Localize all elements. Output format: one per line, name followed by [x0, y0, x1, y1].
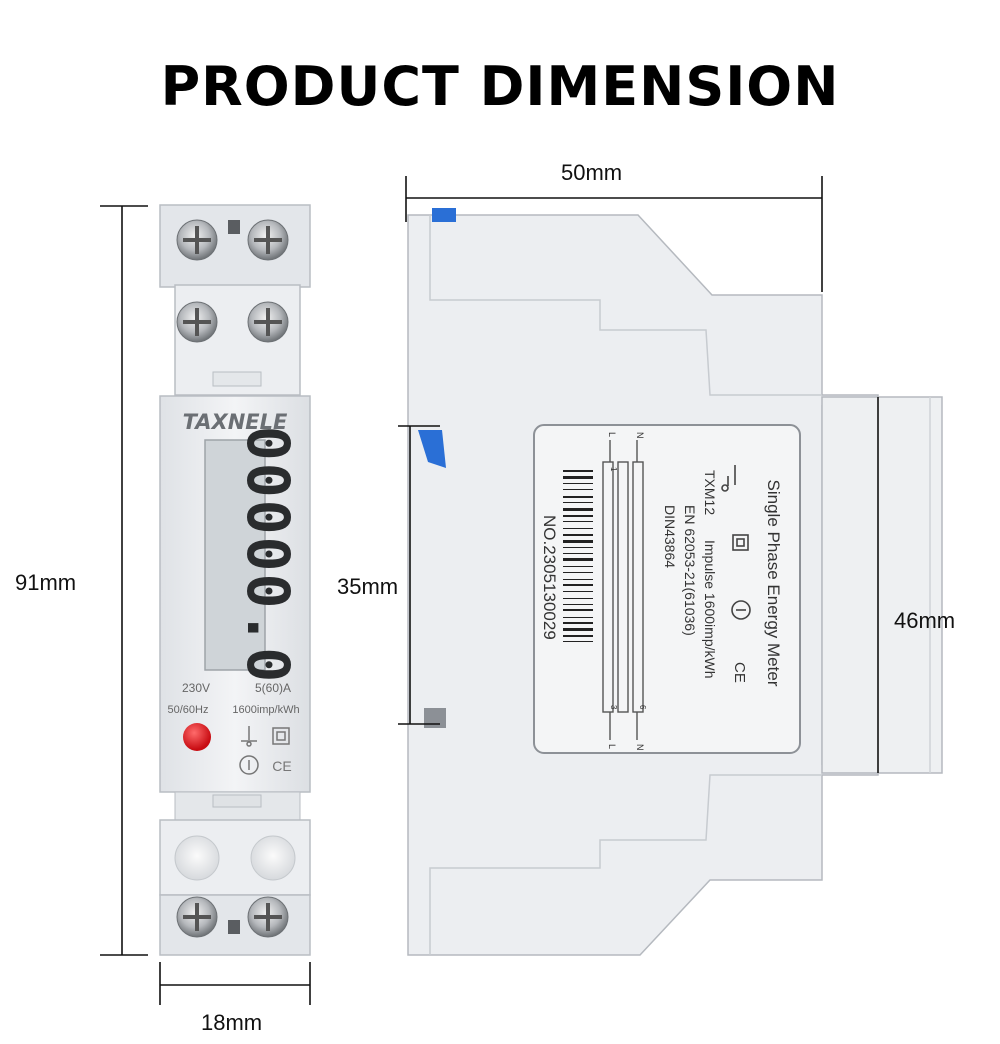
barcode-bar	[563, 502, 593, 503]
earth-symbol-icon	[241, 726, 257, 747]
barcode-bar	[563, 547, 593, 548]
dimension-height-label: 91mm	[15, 570, 77, 595]
dimension-front-width-label: 18mm	[201, 1010, 263, 1035]
brand-logo: TAXNELE	[183, 410, 288, 434]
barcode-bar	[563, 617, 593, 618]
lcd-display	[204, 439, 266, 671]
barcode-bar	[563, 566, 593, 567]
screw-icon	[247, 219, 289, 261]
barcode-bar	[563, 528, 593, 529]
page-title: PRODUCT DIMENSION	[160, 55, 840, 118]
screw-icon	[176, 301, 218, 343]
label-ce: CE	[731, 662, 748, 683]
barcode-bar	[563, 579, 593, 580]
terminal-number: 1	[609, 467, 618, 472]
class-one-icon	[239, 755, 259, 775]
pulse-led-icon	[183, 723, 211, 751]
screw-icon	[247, 896, 289, 938]
barcode-bar	[563, 604, 593, 605]
din-clip-grey	[424, 708, 446, 728]
barcode-bar	[563, 553, 593, 554]
terminal-label: N	[635, 744, 645, 751]
label-standard: EN 62053-21(61036)	[682, 505, 698, 636]
seal-hole	[174, 835, 220, 881]
barcode-bar	[563, 489, 593, 490]
screw-icon	[176, 896, 218, 938]
side-view	[407, 208, 943, 956]
wiring-diagram	[602, 440, 644, 740]
front-view	[159, 204, 311, 956]
double-insulation-icon	[272, 727, 290, 745]
din-clip-blue	[418, 430, 446, 468]
lower-slot	[212, 794, 262, 808]
barcode-bar	[563, 622, 593, 624]
ce-mark: CE	[272, 758, 291, 774]
barcode-bar	[563, 558, 593, 561]
screw-icon	[247, 301, 289, 343]
dimension-lines	[100, 176, 879, 1005]
terminal-square-bottom	[228, 920, 240, 934]
barcode-bar	[563, 635, 593, 637]
barcode-bar	[563, 641, 593, 642]
label-impulse: Impulse 1600imp/kWh	[702, 540, 718, 679]
label-serial: NO.2305130029	[540, 515, 559, 640]
barcode-bar	[563, 598, 593, 599]
barcode-bar	[563, 584, 593, 586]
dimension-front-depth-label: 46mm	[894, 608, 956, 633]
terminal-number: 3	[609, 705, 618, 710]
barcode-bar	[563, 540, 593, 543]
terminal-label: L	[607, 744, 617, 749]
terminal-label: L	[607, 432, 617, 437]
spec-frequency: 50/60Hz	[168, 704, 209, 716]
barcode-bar	[563, 572, 593, 573]
terminal-number: 6	[638, 705, 647, 710]
label-model: TXM12	[702, 470, 718, 515]
seal-hole	[250, 835, 296, 881]
label-insulation-icon	[732, 534, 749, 551]
din-clip-top	[432, 208, 456, 222]
upper-slot	[212, 371, 262, 387]
label-class-icon	[731, 600, 751, 620]
barcode-bar	[563, 628, 593, 631]
label-earth-icon	[721, 465, 736, 492]
spec-voltage: 230V	[182, 681, 210, 695]
lcd-reading: 00000.0	[234, 426, 302, 684]
barcode-bar	[563, 515, 593, 517]
barcode-bar	[563, 508, 593, 511]
dimension-rail-label: 35mm	[337, 574, 399, 599]
barcode	[563, 470, 593, 642]
spec-impulse: 1600imp/kWh	[232, 704, 299, 716]
terminal-square-top	[228, 220, 240, 234]
barcode-bar	[563, 483, 593, 484]
barcode-bar	[563, 609, 593, 611]
terminal-label: N	[635, 432, 645, 439]
barcode-bar	[563, 470, 593, 472]
dimension-side-width-label: 50mm	[561, 160, 623, 185]
rating-label	[533, 424, 801, 754]
barcode-bar	[563, 591, 593, 592]
spec-current: 5(60)A	[255, 681, 291, 695]
label-din: DIN43864	[662, 505, 678, 568]
barcode-bar	[563, 496, 593, 498]
label-title: Single Phase Energy Meter	[764, 480, 783, 687]
barcode-bar	[563, 521, 593, 522]
screw-icon	[176, 219, 218, 261]
front-protrusion	[821, 396, 943, 774]
barcode-bar	[563, 534, 593, 536]
barcode-bar	[563, 476, 593, 479]
